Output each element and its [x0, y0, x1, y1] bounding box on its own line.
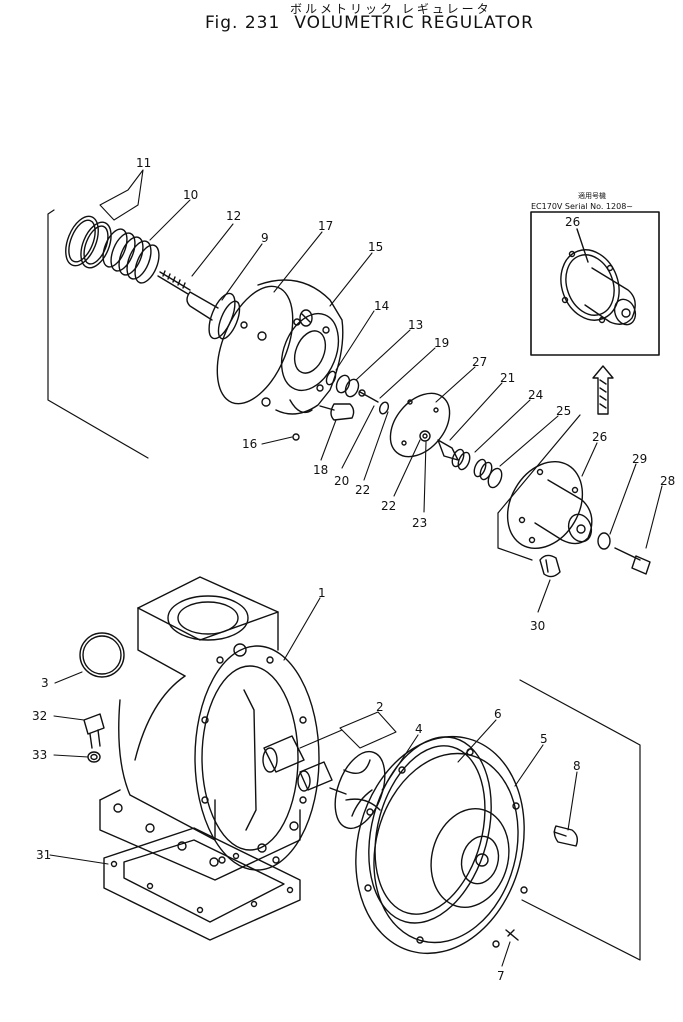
figure-title: Fig. 231 VOLUMETRIC REGULATOR: [205, 13, 548, 33]
part-33-washer: [87, 751, 101, 763]
label-part-22b: 22: [381, 499, 396, 513]
part-3-o-ring: [79, 632, 125, 678]
label-part-20: 20: [334, 474, 349, 488]
figure-header: ボルメトリック レギュレータ Fig. 231 VOLUMETRIC REGULA…: [0, 0, 683, 40]
part-25-washer: [487, 467, 503, 489]
part-24-spring: [451, 448, 493, 481]
part-18-bolt: [319, 403, 355, 421]
label-part-27: 27: [472, 355, 487, 369]
label-part-31: 31: [36, 848, 51, 862]
label-part-33: 33: [32, 748, 47, 762]
japanese-title: ボルメトリック レギュレータ: [290, 2, 492, 16]
part-12-stud: [157, 270, 191, 295]
inset-part-26: [560, 249, 637, 326]
label-part-32: 32: [32, 709, 47, 723]
part-21-nut: [437, 439, 459, 461]
label-part-2: 2: [376, 700, 384, 714]
inset-frame: [530, 211, 660, 356]
label-part-11: 11: [136, 156, 151, 170]
inset-arrow: [592, 365, 614, 415]
label-part-10: 10: [183, 188, 198, 202]
part-17-housing: [216, 279, 344, 415]
label-part-3: 3: [41, 676, 49, 690]
label-part-17: 17: [318, 219, 333, 233]
label-part-8: 8: [573, 759, 581, 773]
label-part-30: 30: [530, 619, 545, 633]
inset-label-part-26: 26: [565, 215, 580, 229]
part-labels: 11 10 12 9 17 15 14 13 19 27 21 24 25 26…: [32, 156, 675, 983]
label-part-18: 18: [313, 463, 328, 477]
part-2-bushings: [262, 735, 333, 792]
part-11-o-rings: [65, 215, 112, 269]
part-32-bolt: [83, 713, 105, 749]
label-part-9: 9: [261, 231, 269, 245]
label-part-24: 24: [528, 388, 543, 402]
part-20-22-washers: [378, 401, 390, 415]
figure-number: Fig. 231: [205, 13, 281, 33]
label-part-6: 6: [494, 707, 502, 721]
label-part-16: 16: [242, 437, 257, 451]
part-15-plug: [299, 309, 313, 327]
part-6-gasket: [368, 736, 492, 924]
part-26-cover: [506, 460, 593, 550]
label-part-5: 5: [540, 732, 548, 746]
part-10-spring: [102, 228, 160, 284]
label-part-12: 12: [226, 209, 241, 223]
label-part-23: 23: [412, 516, 427, 530]
part-31-gasket: [103, 827, 301, 941]
inset-caption-serial: EC170V Serial No. 1208~: [531, 202, 633, 211]
part-16-screw: [292, 433, 300, 441]
label-part-21: 21: [500, 371, 515, 385]
leader-lines: [49, 169, 663, 967]
part-1-pump-casing: [99, 576, 320, 881]
part-13-bushing: [335, 374, 360, 398]
figure-name: VOLUMETRIC REGULATOR: [294, 13, 534, 33]
part-30-bolt: [539, 554, 561, 578]
part-14-ring: [325, 370, 337, 386]
label-part-7: 7: [497, 969, 505, 983]
label-part-28: 28: [660, 474, 675, 488]
label-part-19: 19: [434, 336, 449, 350]
leader-26-inset: [576, 228, 589, 263]
part-5-cover: [355, 735, 528, 955]
label-part-4: 4: [415, 722, 423, 736]
part-19-pin: [358, 389, 379, 403]
part-9-piston: [186, 291, 241, 340]
label-part-15: 15: [368, 240, 383, 254]
part-4-impeller: [329, 750, 386, 830]
part-27-diaphragm: [389, 392, 451, 458]
part-29-washer: [597, 532, 611, 550]
inset-panel: 適用号機 EC170V Serial No. 1208~: [530, 191, 660, 415]
label-part-1: 1: [318, 586, 326, 600]
label-part-26: 26: [592, 430, 607, 444]
part-8-bolt: [553, 825, 579, 847]
part-7-bolt: [505, 929, 519, 941]
part-28-bolt: [614, 547, 651, 575]
label-part-22a: 22: [355, 483, 370, 497]
group-bracket-lines: [47, 209, 641, 961]
label-part-29: 29: [632, 452, 647, 466]
inset-caption-jp: 適用号機: [578, 191, 606, 200]
label-part-13: 13: [408, 318, 423, 332]
label-part-25: 25: [556, 404, 571, 418]
label-part-14: 14: [374, 299, 389, 313]
